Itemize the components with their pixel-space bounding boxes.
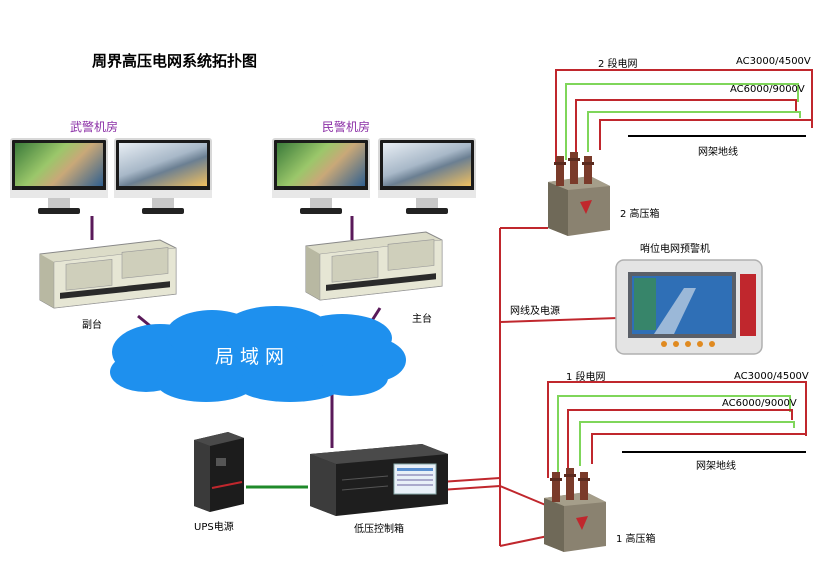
monitor-armed-left: [10, 138, 108, 216]
ups-label: UPS电源: [194, 522, 234, 533]
cable-label: 网线及电源: [510, 306, 560, 317]
industrial-pc-secondary: [39, 239, 177, 309]
grid-1-voltage-b-label: AC6000/9000V: [722, 398, 797, 409]
sentry-alarm-terminal: [615, 259, 763, 355]
armed-police-room-label: 武警机房: [70, 120, 119, 134]
civil-police-room-label: 民警机房: [322, 120, 371, 134]
grid-1-segment-label: 1 段电网: [566, 372, 606, 383]
grid-2-ground-label: 网架地线: [698, 147, 738, 158]
monitor-civil-left: [272, 138, 370, 216]
grid-2-voltage-b-label: AC6000/9000V: [730, 84, 805, 95]
grid-1-box-label: 1 高压箱: [616, 534, 656, 545]
monitor-civil-right: [378, 138, 476, 216]
grid-1-ground-label: 网架地线: [696, 461, 736, 472]
secondary-host-label: 副台: [82, 320, 102, 331]
industrial-pc-main: [305, 231, 443, 301]
grid-2-voltage-a-label: AC3000/4500V: [736, 56, 811, 67]
alarm-device-label: 哨位电网预警机: [640, 244, 710, 255]
high-voltage-box-1: [544, 468, 606, 552]
grid-2-box-label: 2 高压箱: [620, 209, 660, 220]
diagram-title: 周界高压电网系统拓扑图: [92, 52, 258, 70]
low-voltage-control-box: [310, 444, 448, 516]
low-voltage-box-label: 低压控制箱: [354, 524, 404, 535]
ups-device: [194, 432, 244, 512]
grid-2-segment-label: 2 段电网: [598, 59, 638, 70]
main-host-label: 主台: [412, 314, 432, 325]
monitor-armed-right: [114, 138, 212, 216]
grid-1-voltage-a-label: AC3000/4500V: [734, 371, 809, 382]
lan-label: 局域网: [215, 346, 291, 368]
high-voltage-box-2: [548, 152, 610, 236]
